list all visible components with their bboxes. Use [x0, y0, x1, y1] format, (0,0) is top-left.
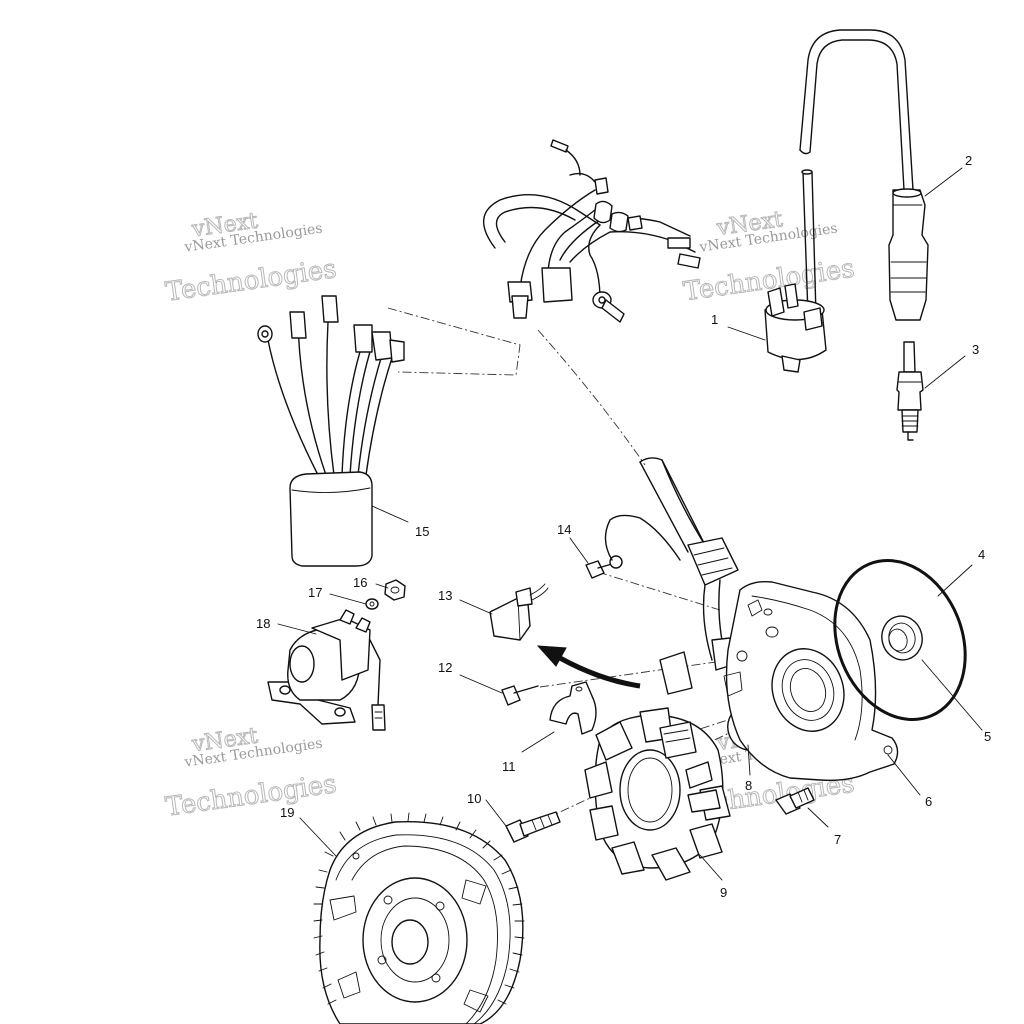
stator: [584, 707, 731, 881]
callout-4: 4: [978, 547, 985, 562]
housing-seal: [881, 615, 923, 661]
callout-6: 6: [925, 794, 932, 809]
callout-16: 16: [353, 575, 367, 590]
ignition-coil: [764, 169, 827, 373]
watermark-left-bottom: vNext vNext Technologies Technologies: [163, 723, 339, 823]
ground-screw: [585, 555, 623, 579]
spark-plug: [896, 341, 924, 441]
callout-7: 7: [834, 832, 841, 847]
flywheel: [313, 812, 525, 1024]
wire-harness: [482, 139, 701, 323]
callout-14: 14: [557, 522, 571, 537]
callout-8: 8: [745, 778, 752, 793]
stator-lead-bundle: [604, 457, 739, 695]
callout-15: 15: [415, 524, 429, 539]
callout-9: 9: [720, 885, 727, 900]
curved-arrow-icon: [536, 645, 641, 689]
starter-solenoid: [267, 609, 386, 731]
pulser-coil: [489, 583, 549, 641]
callout-3: 3: [972, 342, 979, 357]
callout-5: 5: [984, 729, 991, 744]
watermark-right-top: vNext vNext Technologies Technologies: [681, 207, 857, 308]
callout-11: 11: [502, 759, 516, 774]
stator-bolt: [505, 811, 561, 843]
magneto-housing: [723, 580, 899, 782]
leader-lines: [277, 167, 983, 881]
callout-1: 1: [711, 312, 718, 327]
callout-12: 12: [438, 660, 452, 675]
callout-18: 18: [256, 616, 270, 631]
callout-19: 19: [280, 805, 294, 820]
housing-bolt: [775, 787, 815, 815]
watermark-word-bottom: Technologies: [164, 254, 339, 308]
o-ring: [833, 559, 967, 721]
wire-clamp: [549, 681, 597, 735]
nut-and-washer: [365, 579, 406, 610]
callout-2: 2: [965, 153, 972, 168]
pulser-screw: [501, 685, 539, 706]
callout-17: 17: [308, 585, 322, 600]
spark-plug-lead-and-cap: [799, 29, 929, 321]
cdi-module: [257, 295, 405, 567]
callout-numbers: 1 2 3 4 5 6 7 8 9 10 11 12 13 14 15 16 1…: [256, 153, 991, 900]
callout-10: 10: [467, 791, 481, 806]
watermark-left-top: vNext vNext Technologies Technologies: [163, 208, 339, 308]
watermark-word-bottom: Technologies: [164, 769, 339, 823]
callout-13: 13: [438, 588, 452, 603]
